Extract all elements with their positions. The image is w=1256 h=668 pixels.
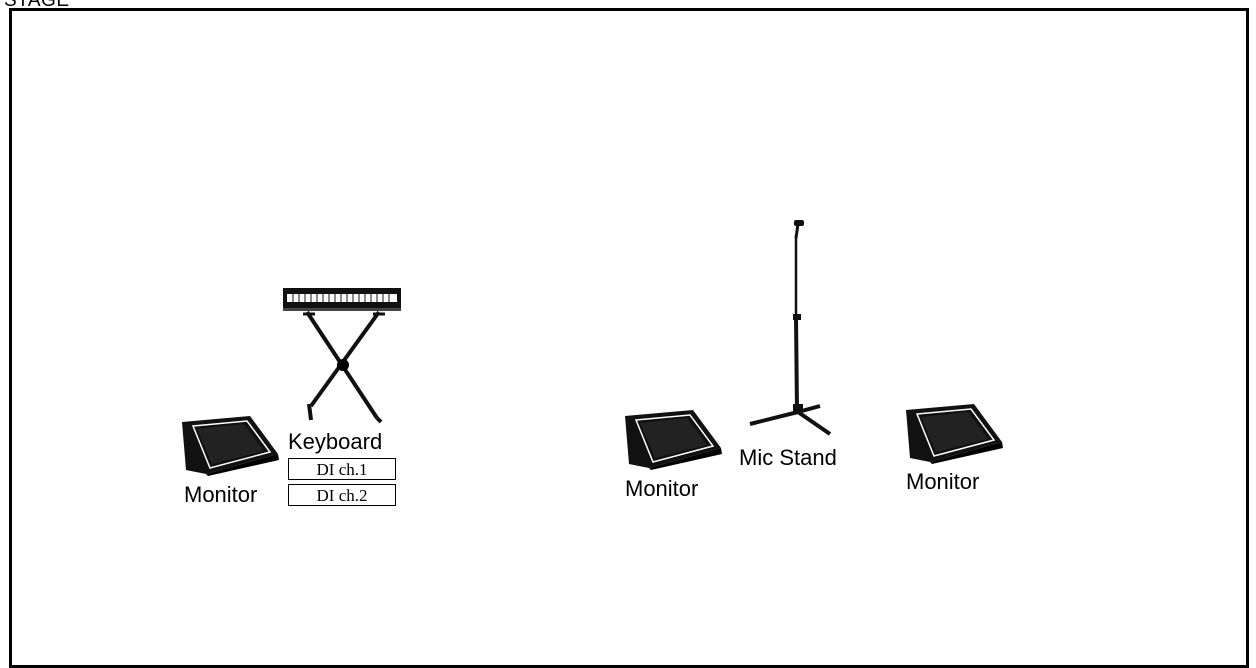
keyboard-label: Keyboard — [288, 429, 383, 454]
stage-frame — [9, 8, 1249, 668]
monitor-label: Monitor — [625, 476, 699, 501]
monitor-wedge-icon — [182, 416, 279, 476]
monitor-label: Monitor — [906, 469, 980, 494]
monitor-wedge-icon — [906, 404, 1003, 464]
monitor-label: Monitor — [184, 482, 258, 507]
di-channel-box: DI ch.1 — [288, 458, 396, 480]
mic-stand-label: Mic Stand — [739, 445, 837, 470]
keyboard-icon — [283, 288, 401, 424]
monitor-wedge-icon — [625, 410, 722, 470]
mic-stand-icon — [749, 220, 832, 436]
di-channel-box: DI ch.2 — [288, 484, 396, 506]
stage-title: STAGE — [4, 0, 70, 11]
